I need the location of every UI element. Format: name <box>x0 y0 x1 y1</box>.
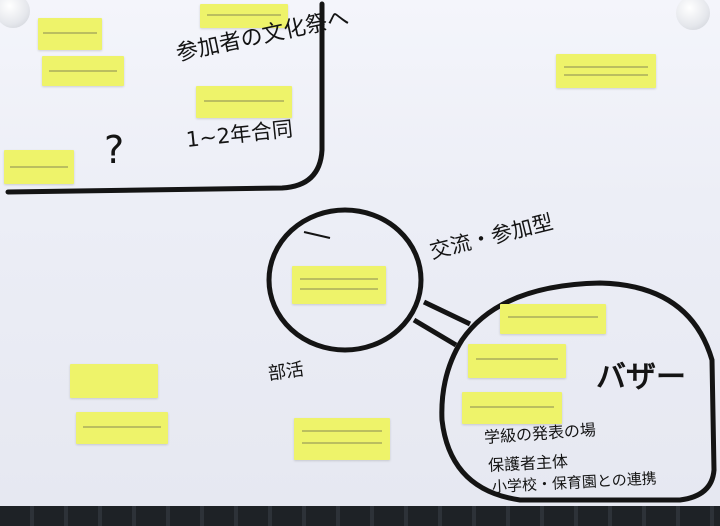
top-left-boundary-line <box>5 1 325 195</box>
connector-upper <box>422 299 472 327</box>
sticky-note <box>292 266 386 304</box>
sticky-note <box>196 86 292 118</box>
sticky-note <box>42 56 124 86</box>
floor-strip <box>0 506 720 526</box>
ink-drawing <box>5 1 717 503</box>
sticky-note <box>200 4 288 28</box>
small-club-label: 部活 <box>266 359 306 385</box>
sticky-note <box>38 18 102 50</box>
sticky-note <box>468 344 566 378</box>
sticky-note <box>500 304 606 334</box>
magnet-top-right <box>676 0 710 30</box>
center-circle <box>266 207 424 353</box>
sticky-note <box>294 418 390 460</box>
bazaar-label: バザー <box>596 360 686 395</box>
question-mark-label: ? <box>104 128 125 172</box>
sticky-note <box>76 412 168 444</box>
sticky-note <box>556 54 656 88</box>
bazaar-oval <box>439 280 717 503</box>
sticky-note <box>70 364 158 398</box>
sticky-note <box>4 150 74 184</box>
small-text-underline <box>303 231 331 239</box>
sticky-note <box>462 392 562 424</box>
whiteboard: 参加者の文化祭へ 1~2年合同 ? 交流・参加型 部活 バザー 学級の発表の場 … <box>0 0 720 510</box>
connector-lower <box>412 317 458 348</box>
